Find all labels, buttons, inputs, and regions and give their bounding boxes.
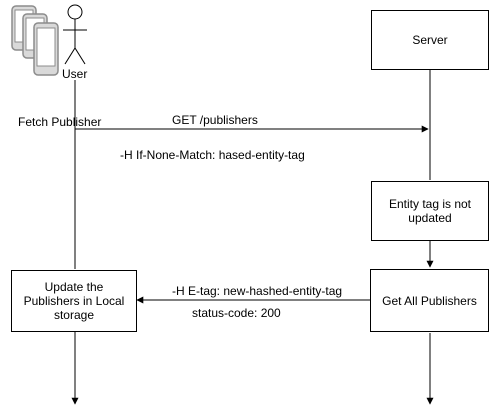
get-request-label: GET /publishers	[172, 113, 258, 127]
user-actor-icon	[63, 4, 87, 65]
get-all-publishers-box: Get All Publishers	[370, 269, 489, 332]
status-code-label: status-code: 200	[192, 306, 281, 320]
mobile-devices-icon	[11, 5, 59, 76]
server-box-label: Server	[412, 33, 448, 47]
update-local-storage-box: Update the Publishers in Local storage	[11, 270, 137, 332]
user-label: User	[62, 67, 88, 81]
server-box: Server	[371, 10, 489, 70]
entity-tag-box-label: Entity tag is not updated	[388, 197, 472, 225]
get-all-publishers-label: Get All Publishers	[382, 293, 477, 308]
update-local-storage-label: Update the Publishers in Local storage	[23, 280, 125, 322]
etag-header-label: -H E-tag: new-hashed-entity-tag	[172, 284, 343, 298]
if-none-match-label: -H If-None-Match: hased-entity-tag	[120, 148, 305, 162]
fetch-publisher-label: Fetch Publisher	[18, 115, 102, 129]
entity-tag-box: Entity tag is not updated	[371, 181, 489, 241]
